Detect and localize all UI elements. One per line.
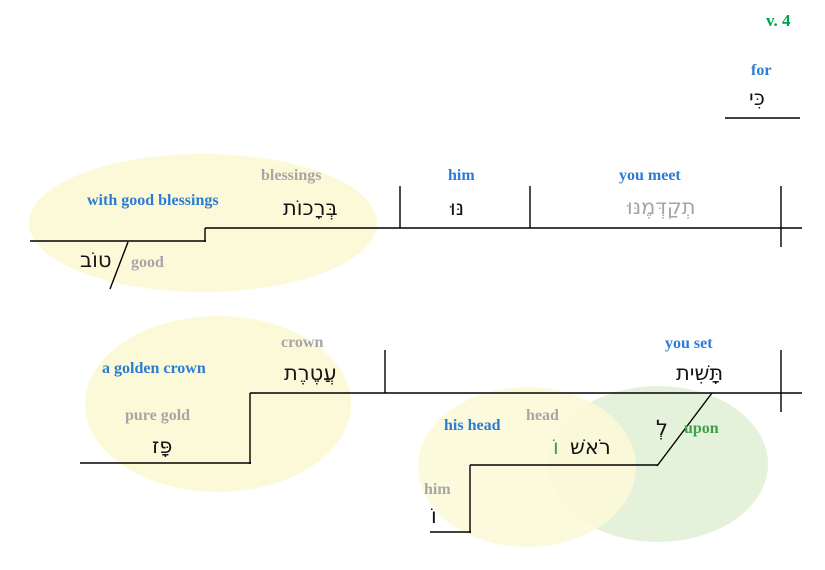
prep-object-suffix-hebrew-inline: וֹ — [553, 435, 559, 459]
clause1-verb-hebrew: תְקַדְּמֶנּוּ — [627, 195, 696, 219]
clause1-verb-gloss: you meet — [619, 167, 681, 184]
clause1-object-gloss: blessings — [261, 167, 322, 184]
clause2-verb-hebrew: תָּשִׁית — [676, 361, 724, 385]
clause1-modifier-slash — [109, 241, 129, 290]
prep-object-phrase-gloss: his head — [444, 417, 501, 434]
verse-reference: v. 4 — [766, 11, 791, 30]
prep-slant-line — [656, 392, 713, 467]
prep-suffix-hebrew: וֹ — [431, 504, 437, 528]
clause2-verb-gloss: you set — [665, 335, 713, 352]
clause1-suffix-hebrew: נּוּ — [450, 196, 465, 220]
clause2-object-hebrew: עֲטֶרֶת — [284, 361, 337, 385]
prep-object-hebrew: רֹאשׁ — [570, 435, 611, 459]
clause2-modifier-hebrew: פָּז — [152, 434, 173, 458]
clause2-object-phrase-gloss: a golden crown — [102, 360, 206, 377]
highlight-ellipse-golden-crown — [85, 316, 351, 492]
connector-gloss: for — [751, 62, 772, 79]
highlight-ellipse-his-head — [418, 387, 636, 547]
clause1-modifier-gloss: good — [131, 254, 164, 271]
clause1-object-phrase-gloss: with good blessings — [87, 192, 219, 209]
clause1-object-hebrew: בְּרָכוֹת — [283, 196, 338, 220]
highlight-ellipse-good-blessings — [29, 154, 377, 292]
diagram-lines — [30, 117, 802, 533]
clause2-modifier-gloss: pure gold — [125, 407, 191, 424]
connector-hebrew: כִּי — [749, 86, 765, 110]
prep-gloss: upon — [684, 420, 719, 437]
clause2-object-gloss: crown — [281, 334, 324, 351]
prep-object-gloss: head — [526, 407, 559, 424]
clause1-modifier-hebrew: טוֹב — [80, 248, 112, 272]
prep-suffix-gloss: him — [424, 481, 451, 498]
prep-hebrew: לְ — [656, 416, 668, 440]
clause1-suffix-gloss: him — [448, 167, 475, 184]
